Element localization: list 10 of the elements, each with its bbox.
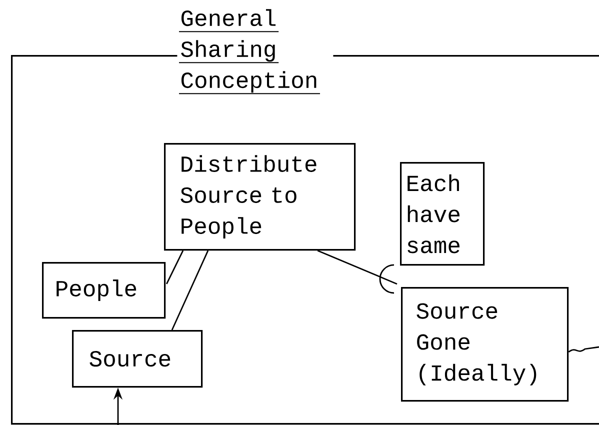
fork-connector (317, 250, 398, 285)
text-box: Each have same (400, 162, 485, 266)
heading: General Sharing Conception (177, 6, 334, 96)
connector (166, 250, 184, 284)
wavy-line (568, 346, 599, 353)
connector (171, 250, 209, 330)
text-box: Source (72, 330, 203, 388)
text-box: Distribute Source to People (164, 142, 356, 251)
text-box: People (42, 262, 166, 319)
text-box: Source Gone (Ideally) (401, 287, 569, 402)
